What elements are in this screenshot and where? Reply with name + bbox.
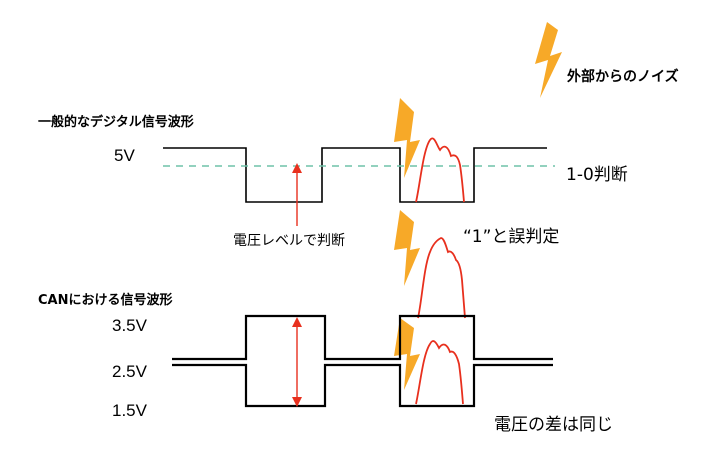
noise-pulse-middle (417, 237, 466, 319)
voltage-judge-arrowhead (292, 163, 302, 173)
voltage-diff-arrowhead-top (292, 317, 302, 327)
voltage-judge-label: 電圧レベルで判断 (233, 233, 345, 249)
threshold-label: 1-0判断 (566, 165, 628, 185)
lightning-middle (394, 210, 420, 286)
noise-pulse-top (415, 137, 465, 203)
voltage-diff-arrowhead-bottom (292, 397, 302, 407)
digital-signal-waveform (163, 147, 547, 203)
can-signal-title: CANにおける信号波形 (38, 293, 173, 308)
voltage-5v-label: 5V (114, 146, 135, 165)
noise-pulse-can-high (415, 340, 464, 405)
voltage-3-5v-label: 3.5V (112, 316, 147, 335)
lightning-noise-source (535, 22, 562, 98)
voltage-1-5v-label: 1.5V (112, 401, 147, 420)
diff-same-label: 電圧の差は同じ (494, 415, 613, 435)
noise-label: 外部からのノイズ (567, 69, 679, 85)
voltage-2-5v-label: 2.5V (112, 362, 147, 381)
digital-signal-title: 一般的なデジタル信号波形 (38, 115, 194, 130)
can-high-waveform (172, 314, 553, 361)
lightning-bottom (394, 318, 420, 390)
lightning-top (394, 98, 420, 178)
can-low-waveform (172, 363, 553, 408)
error-label: “1”と誤判定 (463, 227, 560, 247)
